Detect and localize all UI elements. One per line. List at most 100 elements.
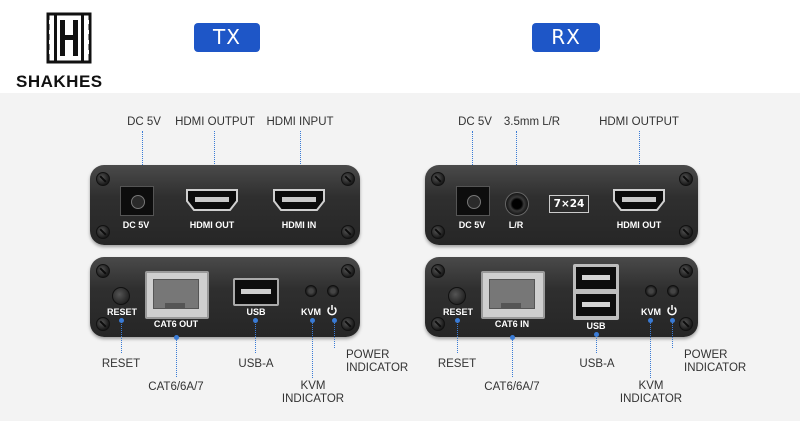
rx-audio-port-label: L/R [508,220,524,230]
film-strip-h-logo-icon [46,12,92,64]
screw-icon [431,264,445,278]
tx-power-led [327,285,339,297]
rx-power-callout-line1: POWER [684,349,728,361]
power-icon [667,305,677,316]
screw-icon [431,225,445,239]
rx-usb-leader [596,334,597,353]
tx-reset-callout: RESET [101,358,141,370]
tx-cat-callout: CAT6/6A/7 [148,381,204,393]
screw-icon [96,317,110,331]
tx-power-callout-line2: INDICATOR [346,362,409,374]
rx-power-leader-dot [670,318,675,323]
tx-hdmi-input-callout: HDMI INPUT [266,116,334,128]
tx-dc-port-label: DC 5V [122,220,150,230]
rx-badge: RX [532,23,600,52]
tx-hdmi-out-leader [214,131,215,186]
tx-cat-port-label: CAT6 OUT [153,319,199,329]
rx-rj45-port [481,271,545,319]
rx-usb-callout: USB-A [579,358,615,370]
tx-reset-button [112,287,130,305]
screw-icon [679,172,693,186]
rx-usb-stack [573,264,619,320]
rx-hdmi-out-leader [639,131,640,186]
rx-power-led [667,285,679,297]
tx-reset-port-label: RESET [106,307,137,317]
rx-reset-callout: RESET [437,358,477,370]
tx-dc-leader [142,131,143,179]
rx-hdmi-out-port-label: HDMI OUT [616,220,662,230]
screw-icon [341,225,355,239]
rx-back-panel: RESET CAT6 IN USB KVM [425,257,698,337]
rx-kvm-callout-line1: KVM [638,380,664,392]
screw-icon [431,172,445,186]
tx-cat-leader-dot [174,335,179,340]
rx-audio-callout: 3.5mm L/R [503,116,561,128]
tx-usb-leader [255,320,256,353]
rx-kvm-leader-dot [648,318,653,323]
rx-audio-leader [516,131,517,187]
rx-usb-leader-dot [594,332,599,337]
rx-kvm-port-label: KVM [641,307,661,317]
tx-back-panel: RESET CAT6 OUT USB KVM [90,257,360,337]
tx-dc-jack [120,186,154,216]
rx-dc-jack [456,186,490,216]
rx-kvm-indicator-callout: KVM INDICATOR [616,380,686,406]
brand-logo: SHAKHES [8,12,116,92]
rx-reset-port-label: RESET [442,307,473,317]
tx-dc-callout: DC 5V [127,116,161,128]
screw-icon [96,172,110,186]
tx-power-leader [334,320,335,348]
rx-hdmi-output-callout: HDMI OUTPUT [599,116,679,128]
logo-text: SHAKHES [16,72,103,91]
rx-cat-callout: CAT6/6A/7 [484,381,540,393]
rx-reset-button [448,287,466,305]
tx-usb-callout: USB-A [238,358,274,370]
rx-cat-port-label: CAT6 IN [494,319,530,329]
rx-kvm-led [645,285,657,297]
tx-kvm-leader-dot [310,318,315,323]
tx-power-indicator-callout: POWER INDICATOR [346,349,409,375]
tx-badge: TX [194,23,260,52]
screw-icon [679,225,693,239]
screw-icon [341,264,355,278]
tx-kvm-led [305,285,317,297]
rx-cat-leader-dot [510,335,515,340]
tx-reset-leader-dot [119,318,124,323]
screw-icon [341,172,355,186]
rx-power-leader [672,320,673,348]
screw-icon [96,264,110,278]
screw-icon [431,317,445,331]
screw-icon [96,225,110,239]
tx-front-panel: DC 5V HDMI OUT HDMI IN [90,165,360,245]
rx-dc-callout: DC 5V [458,116,492,128]
tx-power-leader-dot [332,318,337,323]
rx-cat-leader [512,337,513,377]
rx-front-panel: DC 5V L/R 7×24 HDMI OUT [425,165,698,245]
tx-usb-port-label: USB [246,307,266,317]
rx-reset-leader-dot [455,318,460,323]
tx-kvm-callout-line1: KVM [300,380,326,392]
rx-power-callout-line2: INDICATOR [684,362,747,374]
tx-kvm-indicator-callout: KVM INDICATOR [278,380,348,406]
rx-dc-port-label: DC 5V [458,220,486,230]
rx-usb-port-label: USB [586,321,606,331]
hdmi-port-icon [273,189,325,211]
rx-reset-leader [457,320,458,353]
tx-kvm-port-label: KVM [301,307,321,317]
tx-rj45-port [145,271,209,319]
rx-dc-leader [472,131,473,179]
tx-hdmi-in-leader [300,131,301,186]
tx-kvm-callout-line2: INDICATOR [281,393,345,405]
tx-hdmi-output-callout: HDMI OUTPUT [175,116,255,128]
power-icon [327,305,337,316]
rx-7x24-tag: 7×24 [549,195,589,213]
tx-kvm-leader [312,320,313,378]
tx-cat-leader [176,337,177,377]
tx-reset-leader [121,320,122,353]
rx-kvm-callout-line2: INDICATOR [619,393,683,405]
rx-power-indicator-callout: POWER INDICATOR [684,349,746,375]
tx-power-callout-line1: POWER [346,349,390,361]
screw-icon [341,317,355,331]
rx-kvm-leader [650,320,651,378]
tx-hdmi-in-port-label: HDMI IN [281,220,317,230]
